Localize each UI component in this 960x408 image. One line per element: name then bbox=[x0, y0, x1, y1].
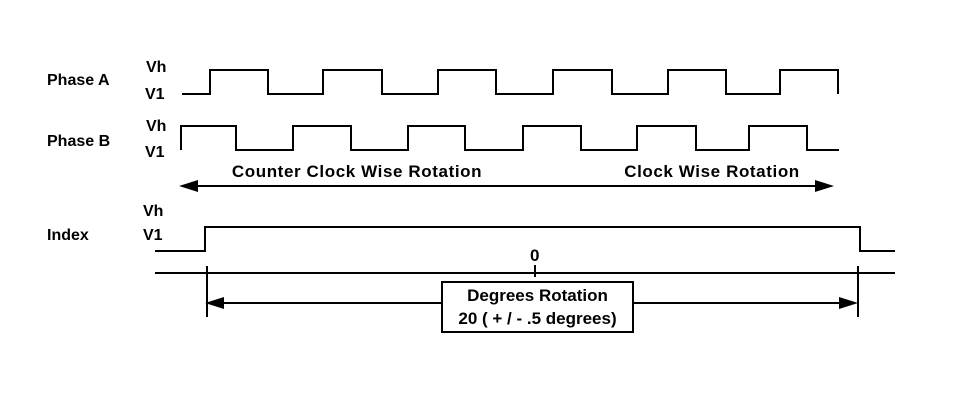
clockwise-rotation-label: Clock Wise Rotation bbox=[624, 162, 800, 181]
index-label: Index bbox=[47, 227, 89, 244]
phase-a-label: Phase A bbox=[47, 72, 110, 89]
degrees-rotation-arrow-left-head bbox=[205, 297, 224, 309]
phase-b-label: Phase B bbox=[47, 133, 111, 150]
counter-clockwise-rotation-label: Counter Clock Wise Rotation bbox=[231, 162, 483, 181]
phase-b-waveform bbox=[180, 125, 839, 151]
degrees-rotation-value: 20 ( + / - .5 degrees) bbox=[458, 309, 617, 328]
phase-b-vh-label: Vh bbox=[146, 118, 167, 135]
phase-a-vh-label: Vh bbox=[146, 59, 167, 76]
degrees-rotation-title: Degrees Rotation bbox=[467, 286, 608, 305]
phase-a-waveform bbox=[182, 69, 839, 95]
index-vh-label: Vh bbox=[143, 203, 164, 220]
rotation-direction-arrow-left-head bbox=[179, 180, 198, 192]
degrees-rotation-arrow-right-head bbox=[839, 297, 858, 309]
degrees-rotation-box: Degrees Rotation 20 ( + / - .5 degrees) bbox=[441, 281, 634, 333]
zero-degrees-label: 0 bbox=[529, 246, 541, 265]
phase-b-vl-label: V1 bbox=[145, 144, 165, 161]
phase-a-vl-label: V1 bbox=[145, 86, 165, 103]
rotation-direction-arrow-right-head bbox=[815, 180, 834, 192]
index-vl-label: V1 bbox=[143, 227, 163, 244]
index-waveform bbox=[155, 226, 895, 252]
